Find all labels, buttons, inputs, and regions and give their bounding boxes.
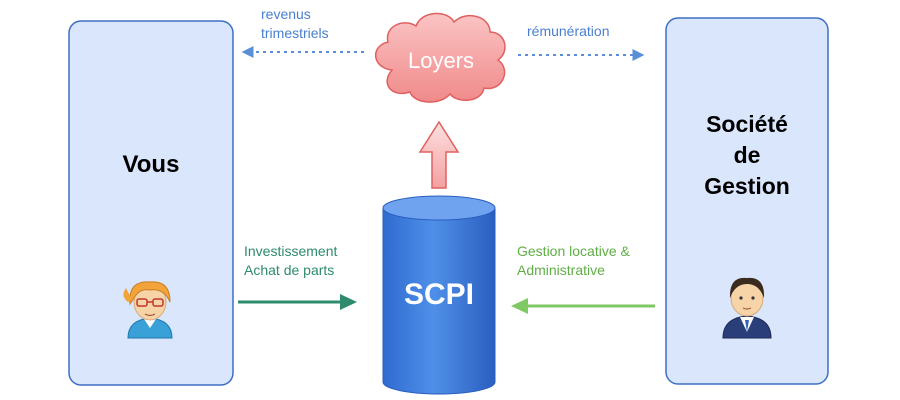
- remuneration-label: rémunération: [527, 23, 610, 39]
- invest-arrow-head: [340, 294, 357, 310]
- revenus-label-line1: revenus: [261, 6, 311, 22]
- woman-glasses-icon: [123, 281, 173, 339]
- gestion-label-line2: Administrative: [517, 262, 605, 278]
- societe-label-line1: Société: [706, 111, 788, 137]
- up-arrow: [418, 120, 460, 189]
- societe-label-line3: Gestion: [704, 173, 790, 199]
- gestion-arrow-head: [511, 298, 528, 314]
- vous-label: Vous: [123, 151, 180, 178]
- invest-label-line2: Achat de parts: [244, 262, 334, 278]
- societe-label-line2: de: [734, 142, 761, 168]
- revenus-label-line2: trimestriels: [261, 25, 329, 41]
- scpi-label: SCPI: [404, 278, 474, 311]
- invest-label-line1: Investissement: [244, 243, 337, 259]
- vous-panel: [68, 20, 234, 386]
- scpi-cylinder: [382, 195, 496, 395]
- businessman-icon: [722, 277, 772, 339]
- gestion-label-line1: Gestion locative &: [517, 243, 630, 259]
- societe-panel: [665, 17, 829, 385]
- loyers-label: Loyers: [408, 48, 474, 73]
- loyers-cloud: [375, 12, 506, 103]
